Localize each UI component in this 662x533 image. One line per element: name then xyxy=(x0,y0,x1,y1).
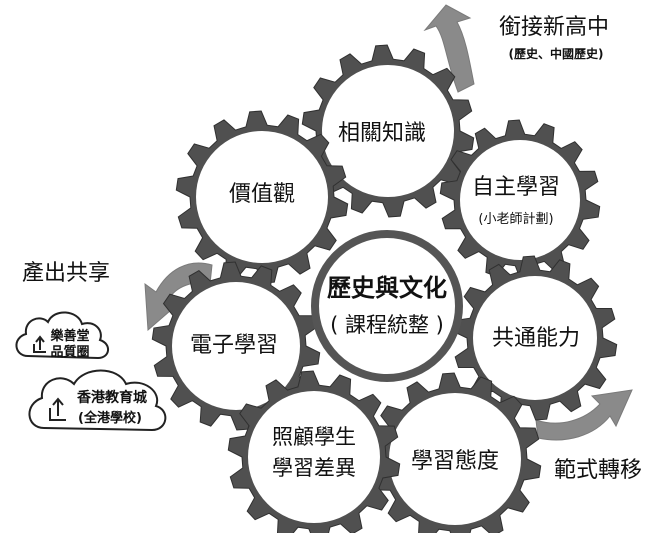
center-circle xyxy=(311,230,463,382)
cloud-large-line2: (全港學校) xyxy=(78,410,142,426)
gear-knowledge-face xyxy=(322,65,454,197)
cloud-small-line1: 樂善堂 xyxy=(50,328,89,344)
gear-label-e-learning: 電子學習 xyxy=(190,333,278,358)
gear-label-diversity-2: 學習差異 xyxy=(272,456,356,480)
arrow-label-senior-secondary: 銜接新高中 xyxy=(499,15,609,40)
arrow-label-paradigm-shift: 範式轉移 xyxy=(554,458,642,483)
gear-diversity-face xyxy=(248,391,380,523)
gear-learning-attitude-face xyxy=(389,393,521,525)
gear-e-learning-face xyxy=(172,282,300,410)
upload-icon-large xyxy=(49,397,66,421)
gear-label-diversity-1: 照顧學生 xyxy=(272,425,356,449)
gear-values-face xyxy=(196,131,328,263)
gear-label-self-study-note: (小老師計劃) xyxy=(478,211,553,227)
bottom-right-arrow xyxy=(535,389,633,441)
center-title: 歷史與文化 xyxy=(327,274,447,302)
center-subtitle: ( 課程統整 ) xyxy=(330,313,444,337)
gear-label-common-skills: 共通能力 xyxy=(492,326,580,351)
top-right-arrow xyxy=(423,4,475,93)
cloud-large-line1: 香港教育城 xyxy=(76,389,147,406)
gear-label-learning-attitude: 學習態度 xyxy=(411,449,499,474)
arrow-label-history-subjects: (歷史、中國歷史) xyxy=(509,46,604,61)
arrow-label-output-sharing: 產出共享 xyxy=(22,261,110,286)
cloud-small-line2: 品質圈 xyxy=(50,344,89,360)
gear-label-knowledge: 相關知識 xyxy=(338,121,426,146)
upload-icon-small xyxy=(33,335,46,353)
gear-label-values: 價值觀 xyxy=(229,182,295,207)
gear-common-skills-face xyxy=(473,276,597,400)
gear-self-study-face xyxy=(460,140,580,260)
gear-label-self-study: 自主學習 xyxy=(472,175,560,200)
cloud-large xyxy=(28,369,167,432)
